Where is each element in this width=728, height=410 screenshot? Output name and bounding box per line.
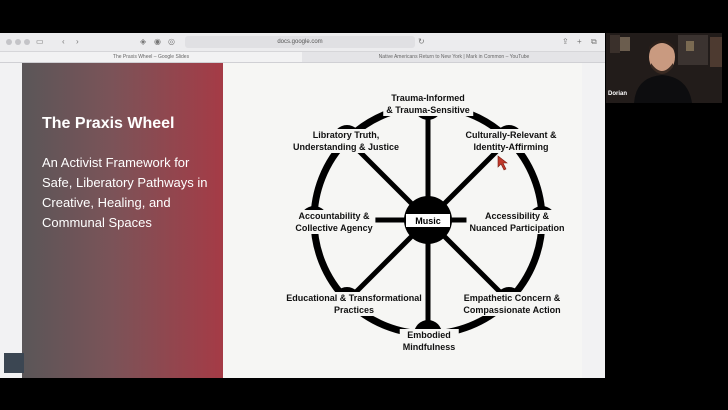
thumbnail-square: [4, 353, 24, 373]
participant-video-tile[interactable]: Dorian: [606, 33, 722, 103]
reload-icon[interactable]: ↻: [418, 37, 425, 46]
label-line: & Trauma-Sensitive: [386, 105, 470, 115]
tab-overview-icon[interactable]: ⧉: [591, 37, 597, 46]
tab-label: Native Americans Return to New York | Ma…: [378, 54, 530, 60]
wheel-label-embodied: Embodied Mindfulness: [399, 329, 459, 353]
browser-toolbar: ▭ ‹ › ◈ ◉ ◎ docs.google.com ↻ ⇪ + ⧉: [0, 33, 605, 52]
label-line: Educational & Transformational: [286, 293, 422, 303]
wheel-label-truth: Libratory Truth, Understanding & Justice: [289, 129, 403, 153]
tab-youtube[interactable]: Native Americans Return to New York | Ma…: [303, 52, 605, 62]
share-icon[interactable]: ⇪: [562, 37, 569, 46]
label-line: Compassionate Action: [463, 305, 561, 315]
slide-title: The Praxis Wheel: [42, 115, 175, 132]
wheel-label-trauma: Trauma-Informed & Trauma-Sensitive: [383, 92, 473, 116]
label-line: Identity-Affirming: [473, 142, 549, 152]
wheel-label-empathetic: Empathetic Concern & Compassionate Actio…: [460, 292, 564, 316]
label-line: Embodied: [407, 330, 451, 340]
participant-name: Dorian: [608, 91, 628, 97]
extension-icon[interactable]: ◉: [154, 37, 161, 46]
wheel-label-accessibility: Accessibility & Nuanced Participation: [466, 210, 568, 234]
label-line: Understanding & Justice: [292, 142, 400, 152]
label-line: Mindfulness: [402, 342, 456, 352]
hub-label-box: [406, 214, 450, 227]
zoom-window-button[interactable]: [24, 39, 30, 45]
webcam-feed: [606, 33, 722, 103]
praxis-wheel-diagram: Music Trauma-Informed & Trauma-Sensitive…: [223, 63, 582, 378]
sidebar-icon[interactable]: ▭: [36, 37, 44, 46]
back-icon[interactable]: ‹: [62, 37, 65, 46]
label-line: Accessibility &: [484, 211, 550, 221]
tab-bar: The Praxis Wheel – Google Slides Native …: [0, 52, 605, 63]
label-line: Libratory Truth,: [312, 130, 380, 140]
new-tab-icon[interactable]: +: [577, 37, 582, 46]
shield-icon[interactable]: ◈: [140, 37, 147, 46]
close-window-button[interactable]: [6, 39, 12, 45]
label-line: Culturally-Relevant &: [465, 130, 557, 140]
label-line: Nuanced Participation: [469, 223, 565, 233]
tab-label: The Praxis Wheel – Google Slides: [112, 54, 190, 60]
tab-slides[interactable]: The Praxis Wheel – Google Slides: [0, 52, 302, 62]
label-line: Accountability &: [298, 211, 370, 221]
browser-window: ▭ ‹ › ◈ ◉ ◎ docs.google.com ↻ ⇪ + ⧉ The …: [0, 33, 605, 378]
mouse-pointer-icon: [497, 155, 508, 171]
forward-icon[interactable]: ›: [76, 37, 79, 46]
address-bar[interactable]: docs.google.com: [185, 36, 415, 48]
label-line: Practices: [333, 305, 375, 315]
wheel-label-cultural: Culturally-Relevant & Identity-Affirming: [462, 129, 560, 153]
label-line: Empathetic Concern &: [463, 293, 561, 303]
wheel-label-educational: Educational & Transformational Practices: [283, 292, 425, 316]
extension-icon[interactable]: ◎: [168, 37, 175, 46]
url-text: docs.google.com: [277, 39, 323, 45]
label-line: Trauma-Informed: [391, 93, 465, 103]
slide-subtitle: An Activist Framework for Safe, Liberato…: [42, 155, 208, 230]
slide-title-panel: The Praxis Wheel An Activist Framework f…: [22, 63, 223, 378]
hub-label: Music: [415, 216, 441, 226]
minimize-window-button[interactable]: [15, 39, 21, 45]
label-line: Collective Agency: [295, 223, 373, 233]
presentation-slide: The Praxis Wheel An Activist Framework f…: [22, 63, 582, 378]
wheel-label-accountability: Accountability & Collective Agency: [292, 210, 376, 234]
